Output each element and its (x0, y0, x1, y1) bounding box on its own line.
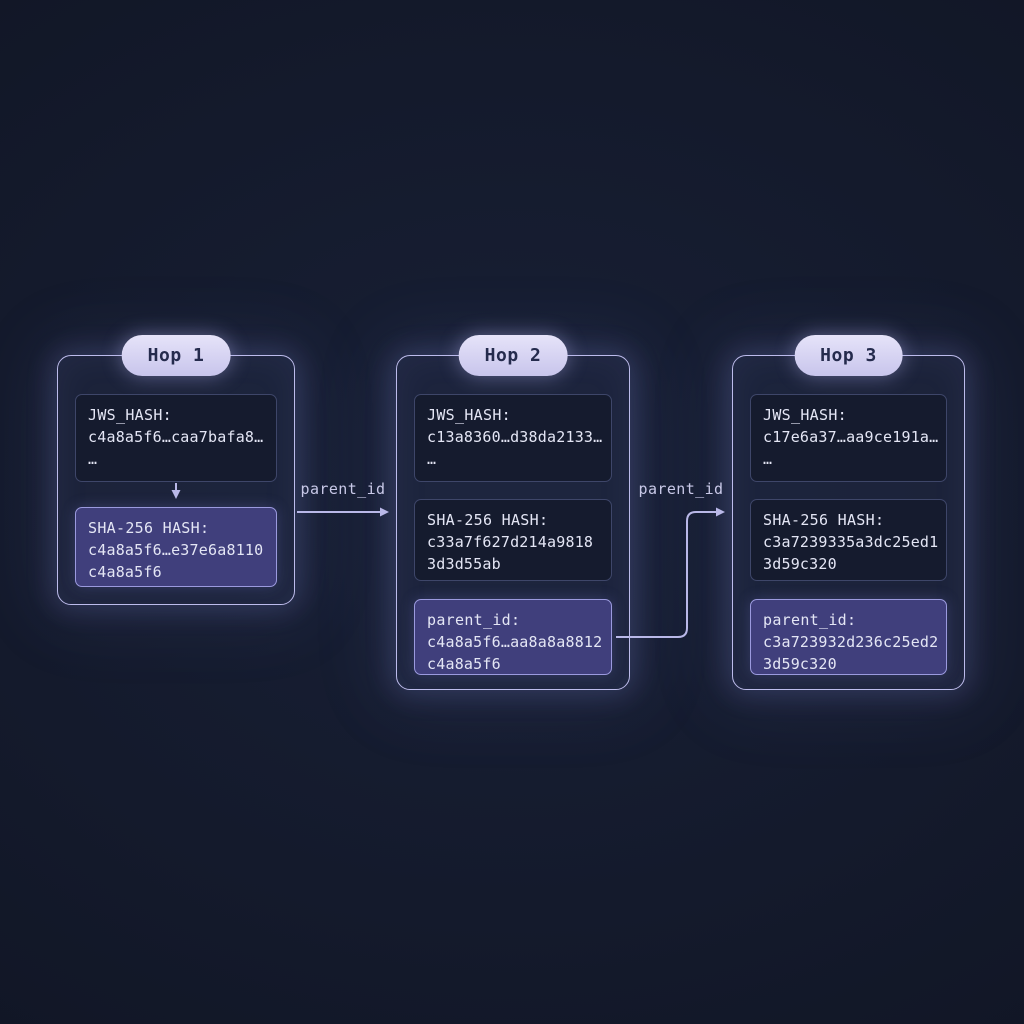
hop-3-sha256-value-line2: 3d59c320 (763, 555, 837, 573)
hop-3-parent-id-title: parent_id: (763, 611, 857, 629)
hop-card-3: Hop 3 JWS_HASH: c17e6a37…aa9ce191a… … SH… (732, 335, 965, 690)
hop2-to-hop3-parent-id-arrow-icon (616, 507, 725, 638)
hop-1-label: Hop 1 (147, 345, 205, 366)
hop-3-sha256-box: SHA-256 HASH: c3a7239335a3dc25ed1 3d59c3… (750, 499, 947, 581)
hop-1-jws-hash-value: c4a8a5f6…caa7bafa8… (88, 428, 264, 446)
hop-2-jws-hash-value: c13a8360…d38da2133… (427, 428, 603, 446)
hop-3-jws-hash-value: c17e6a37…aa9ce191a… (763, 428, 939, 446)
hop-2-sha256-value-line2: 3d3d55ab (427, 555, 501, 573)
hop-3-jws-hash-box: JWS_HASH: c17e6a37…aa9ce191a… … (750, 394, 947, 482)
hop-1-sha256-value-line2: c4a8a5f6 (88, 563, 162, 581)
hop-3-jws-hash-title: JWS_HASH: (763, 406, 847, 424)
hop-2-jws-hash-title: JWS_HASH: (427, 406, 511, 424)
hop-3-sha256-value-line1: c3a7239335a3dc25ed1 (763, 533, 939, 551)
hop-2-parent-id-box: parent_id: c4a8a5f6…aa8a8a8812 c4a8a5f6 (414, 599, 612, 675)
hop-3-pill: Hop 3 (794, 335, 903, 376)
hop-card-2: Hop 2 JWS_HASH: c13a8360…d38da2133… … SH… (396, 335, 630, 690)
hop-1-jws-hash-ellipsis: … (88, 450, 98, 468)
hop-2-parent-id-title: parent_id: (427, 611, 521, 629)
parent-id-arrow-label-2: parent_id (638, 480, 724, 498)
hop-3-sha256-title: SHA-256 HASH: (763, 511, 885, 529)
hop-2-sha256-box: SHA-256 HASH: c33a7f627d214a9818 3d3d55a… (414, 499, 612, 581)
hop-1-sha256-box: SHA-256 HASH: c4a8a5f6…e37e6a8110 c4a8a5… (75, 507, 277, 587)
hop-3-jws-hash-ellipsis: … (763, 450, 773, 468)
hop-2-sha256-title: SHA-256 HASH: (427, 511, 549, 529)
hop-card-1: Hop 1 JWS_HASH: c4a8a5f6…caa7bafa8… … SH… (57, 335, 295, 605)
hop-2-jws-hash-ellipsis: … (427, 450, 437, 468)
hop-1-pill: Hop 1 (121, 335, 231, 376)
hop-2-parent-id-value-line1: c4a8a5f6…aa8a8a8812 (427, 633, 603, 651)
hop-2-jws-hash-box: JWS_HASH: c13a8360…d38da2133… … (414, 394, 612, 482)
hop-1-jws-hash-title: JWS_HASH: (88, 406, 172, 424)
hop-1-jws-hash-box: JWS_HASH: c4a8a5f6…caa7bafa8… … (75, 394, 277, 482)
hop-3-parent-id-value-line2: 3d59c320 (763, 655, 837, 673)
hop-3-parent-id-value-line1: c3a723932d236c25ed2 (763, 633, 939, 651)
hop-2-parent-id-value-line2: c4a8a5f6 (427, 655, 501, 673)
hop-3-label: Hop 3 (820, 345, 877, 366)
hop-2-pill: Hop 2 (458, 335, 568, 376)
hop-3-parent-id-box: parent_id: c3a723932d236c25ed2 3d59c320 (750, 599, 947, 675)
hop-2-label: Hop 2 (484, 345, 542, 366)
hop-2-sha256-value-line1: c33a7f627d214a9818 (427, 533, 594, 551)
hop-1-sha256-value-line1: c4a8a5f6…e37e6a8110 (88, 541, 264, 559)
hop-1-sha256-title: SHA-256 HASH: (88, 519, 210, 537)
parent-id-arrow-label-1: parent_id (300, 480, 386, 498)
